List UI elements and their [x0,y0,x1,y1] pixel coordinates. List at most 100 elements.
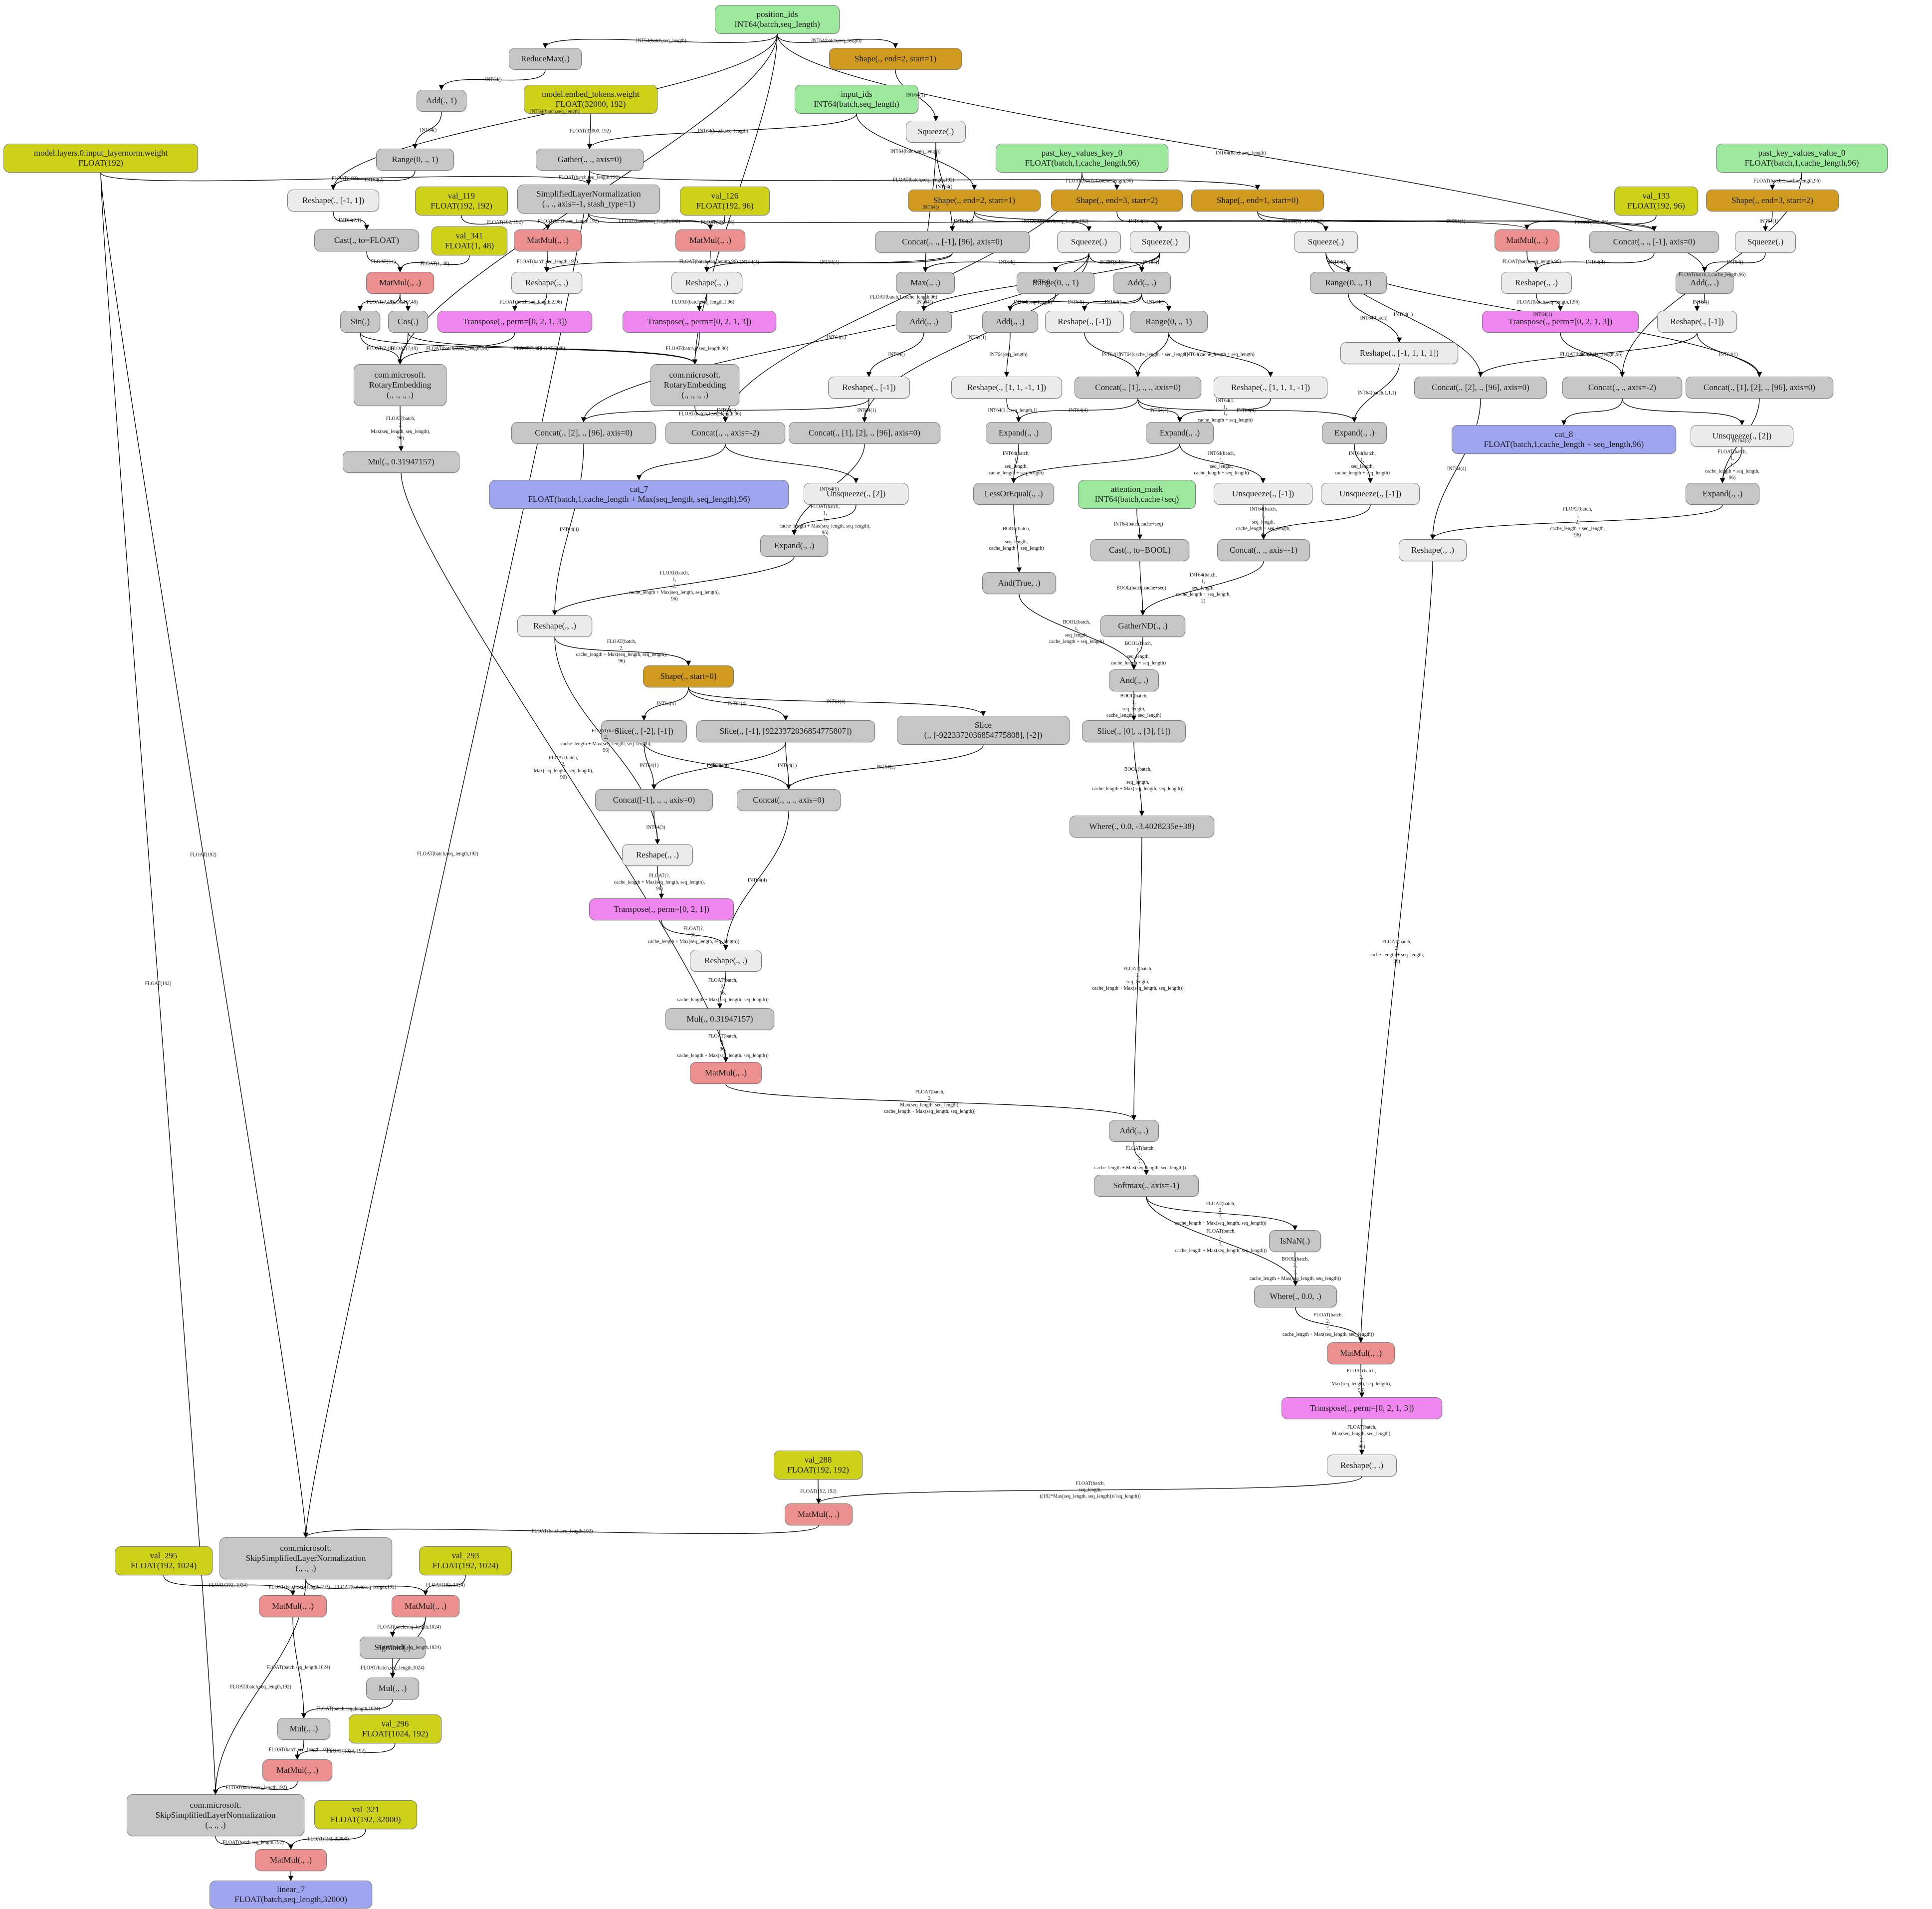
node-expand-e[interactable]: Expand(., .) [760,535,828,557]
node-reshape-out[interactable]: Reshape(., .) [1327,1455,1397,1477]
node-range2[interactable]: Range(0, ., 1) [1017,272,1094,294]
node-concat-axm1[interactable]: Concat(., ., axis=-1) [1217,539,1310,561]
node-mul-g1[interactable]: Mul(., .) [366,1678,419,1699]
node-cat8[interactable]: cat_8 FLOAT(batch,1,cache_length + seq_l… [1452,425,1676,454]
node-matmul-down[interactable]: MatMul(., .) [262,1759,332,1781]
node-concat-m1ax0[interactable]: Concat([-1], ., ., axis=0) [595,789,713,811]
node-reshape-r3[interactable]: Reshape(., .) [622,844,693,866]
node-slice-bigm2[interactable]: Slice (., [-9223372036854775808], [-2]) [897,716,1070,745]
node-sln[interactable]: SimplifiedLayerNormalization (., ., axis… [517,185,660,213]
node-transpose-out[interactable]: Transpose(., perm=[0, 2, 1, 3]) [1282,1397,1442,1419]
node-expand-c[interactable]: Expand(., .) [1322,422,1387,444]
node-rotary2[interactable]: com.microsoft. RotaryEmbedding (., ., .,… [650,364,739,406]
node-concat-2-96-a[interactable]: Concat(., [2], ., [96], axis=0) [1414,377,1547,399]
node-reshape-111m1[interactable]: Reshape(., [1, 1, 1, -1]) [1214,377,1327,399]
node-linear7[interactable]: linear_7 FLOAT(batch,seq_length,32000) [210,1881,372,1909]
node-shape-e[interactable]: Shape(., end=3, start=2) [1706,190,1839,212]
node-add4[interactable]: Add(., .) [896,311,952,333]
node-matmul-o[interactable]: MatMul(., .) [785,1503,853,1525]
node-val288[interactable]: val_288 FLOAT(192, 192) [774,1451,862,1480]
node-unsqueeze-m1b[interactable]: Unsqueeze(., [-1]) [1321,483,1420,505]
node-shape-a[interactable]: Shape(., end=2, start=1) [829,48,962,70]
node-reshape-r4[interactable]: Reshape(., .) [690,950,762,972]
node-matmul-lm[interactable]: MatMul(., .) [255,1849,327,1871]
node-val296[interactable]: val_296 FLOAT(1024, 192) [349,1714,441,1743]
node-matmul-q[interactable]: MatMul(., .) [514,229,582,251]
node-unsqueeze-2b[interactable]: Unsqueeze(., [2]) [804,483,908,505]
node-range3[interactable]: Range(0, ., 1) [1310,272,1387,294]
node-squeeze-d[interactable]: Squeeze(.) [1294,231,1358,253]
node-concat-2-96-b[interactable]: Concat(., [2], ., [96], axis=0) [511,422,656,444]
node-ssln2[interactable]: com.microsoft. SkipSimplifiedLayerNormal… [127,1794,304,1836]
node-rotary1[interactable]: com.microsoft. RotaryEmbedding (., ., .,… [354,364,446,406]
node-concat-12-96-a[interactable]: Concat(., [1], [2], ., [96], axis=0) [1686,377,1833,399]
node-matmul-g1[interactable]: MatMul(., .) [259,1595,327,1617]
node-shape-b[interactable]: Shape(., end=2, start=1) [908,190,1041,212]
node-val321[interactable]: val_321 FLOAT(192, 32000) [314,1800,417,1829]
node-gather[interactable]: Gather(., ., axis=0) [536,149,644,171]
node-concat-ax0[interactable]: Concat(., ., ., axis=0) [737,789,841,811]
node-concat-1ax0[interactable]: Concat(., [1], ., ., axis=0) [1074,377,1201,399]
node-range1[interactable]: Range(0, ., 1) [376,149,454,171]
node-mul-scale2[interactable]: Mul(., 0.31947157) [665,1008,774,1030]
node-unsqueeze-2a[interactable]: Unsqueeze(., [2]) [1691,425,1793,447]
node-lessorequal[interactable]: LessOrEqual(., .) [973,483,1054,505]
node-squeeze-a[interactable]: Squeeze(.) [906,121,966,143]
node-pkv-key[interactable]: past_key_values_key_0 FLOAT(batch,1,cach… [996,144,1168,173]
node-add2[interactable]: Add(., .) [1113,272,1171,294]
node-reshape-11m11[interactable]: Reshape(., [1, 1, -1, 1]) [951,377,1062,399]
node-expand-a[interactable]: Expand(., .) [986,422,1052,444]
node-shape-c[interactable]: Shape(., end=3, start=2) [1051,190,1183,212]
node-expand-d[interactable]: Expand(., .) [1686,483,1759,505]
node-softmax[interactable]: Softmax(., axis=-1) [1094,1175,1199,1197]
node-reshape-r1[interactable]: Reshape(., .) [1399,539,1467,561]
node-expand-b[interactable]: Expand(., .) [1146,422,1214,444]
node-slice-03[interactable]: Slice(., [0], ., [3], [1]) [1082,720,1186,742]
node-andtrue[interactable]: And(True, .) [982,572,1056,594]
node-matmul-av[interactable]: MatMul(., .) [1327,1342,1395,1364]
node-position-ids[interactable]: position_ids INT64(batch,seq_length) [715,5,840,34]
node-layernorm-w[interactable]: model.layers.0.input_layernorm.weight FL… [3,144,198,173]
node-add1[interactable]: Add(., 1) [417,90,466,112]
node-squeeze-e[interactable]: Squeeze(.) [1735,231,1796,253]
node-slice-m1big[interactable]: Slice(., [-1], [9223372036854775807]) [696,720,875,742]
node-reshape-q[interactable]: Reshape(., .) [511,272,582,294]
node-mul-scale1[interactable]: Mul(., 0.31947157) [343,451,459,473]
node-max1[interactable]: Max(., .) [896,272,955,294]
node-add3[interactable]: Add(., .) [1676,272,1733,294]
node-val119[interactable]: val_119 FLOAT(192, 192) [415,187,508,215]
node-add-mask[interactable]: Add(., .) [1109,1120,1159,1142]
node-mul-g2[interactable]: Mul(., .) [277,1718,330,1740]
node-matmul-v[interactable]: MatMul(., .) [1495,229,1559,251]
node-reshape-neg1a[interactable]: Reshape(., [-1]) [1045,311,1124,333]
node-transpose-v[interactable]: Transpose(., perm=[0, 2, 1, 3]) [1482,311,1639,333]
node-val341[interactable]: val_341 FLOAT(1, 48) [431,226,507,255]
node-pkv-val[interactable]: past_key_values_value_0 FLOAT(batch,1,ca… [1716,144,1888,173]
node-matmul-sincos[interactable]: MatMul(., .) [366,272,434,294]
node-ssln1[interactable]: com.microsoft. SkipSimplifiedLayerNormal… [219,1537,392,1579]
node-reshape-m11[interactable]: Reshape(., [-1, 1]) [287,190,379,212]
node-shape-start0[interactable]: Shape(., start=0) [643,665,734,687]
node-matmul-k[interactable]: MatMul(., .) [675,229,745,251]
node-and2[interactable]: And(., .) [1109,669,1159,691]
node-attention-mask[interactable]: attention_mask INT64(batch,cache+seq) [1078,480,1196,509]
node-val126[interactable]: val_126 FLOAT(192, 96) [680,187,770,215]
node-val293[interactable]: val_293 FLOAT(192, 1024) [419,1546,512,1575]
node-sin[interactable]: Sin(.) [340,311,380,333]
node-squeeze-b[interactable]: Squeeze(.) [1057,231,1121,253]
node-reshape-k[interactable]: Reshape(., .) [671,272,742,294]
node-transpose-021[interactable]: Transpose(., perm=[0, 2, 1]) [589,898,734,920]
node-shape-d[interactable]: Shape(., end=1, start=0) [1191,190,1324,212]
node-cast-f[interactable]: Cast(., to=FLOAT) [314,229,419,251]
node-matmul-g2[interactable]: MatMul(., .) [392,1595,459,1617]
node-reshape-neg1c[interactable]: Reshape(., [-1]) [828,377,910,399]
node-gathernd[interactable]: GatherND(., .) [1100,615,1185,637]
node-where-nan[interactable]: Where(., 0.0, .) [1254,1285,1337,1307]
node-concat-ax-m2-b[interactable]: Concat(., ., axis=-2) [665,422,785,444]
node-transpose-q[interactable]: Transpose(., perm=[0, 2, 1, 3]) [437,311,592,333]
node-where-big[interactable]: Where(., 0.0, -3.4028235e+38) [1070,816,1214,838]
node-sigmoid[interactable]: Sigmoid(.) [360,1637,426,1659]
node-transpose-k[interactable]: Transpose(., perm=[0, 2, 1, 3]) [623,311,776,333]
node-val133[interactable]: val_133 FLOAT(192, 96) [1614,187,1698,215]
node-unsqueeze-m1a[interactable]: Unsqueeze(., [-1]) [1214,483,1312,505]
